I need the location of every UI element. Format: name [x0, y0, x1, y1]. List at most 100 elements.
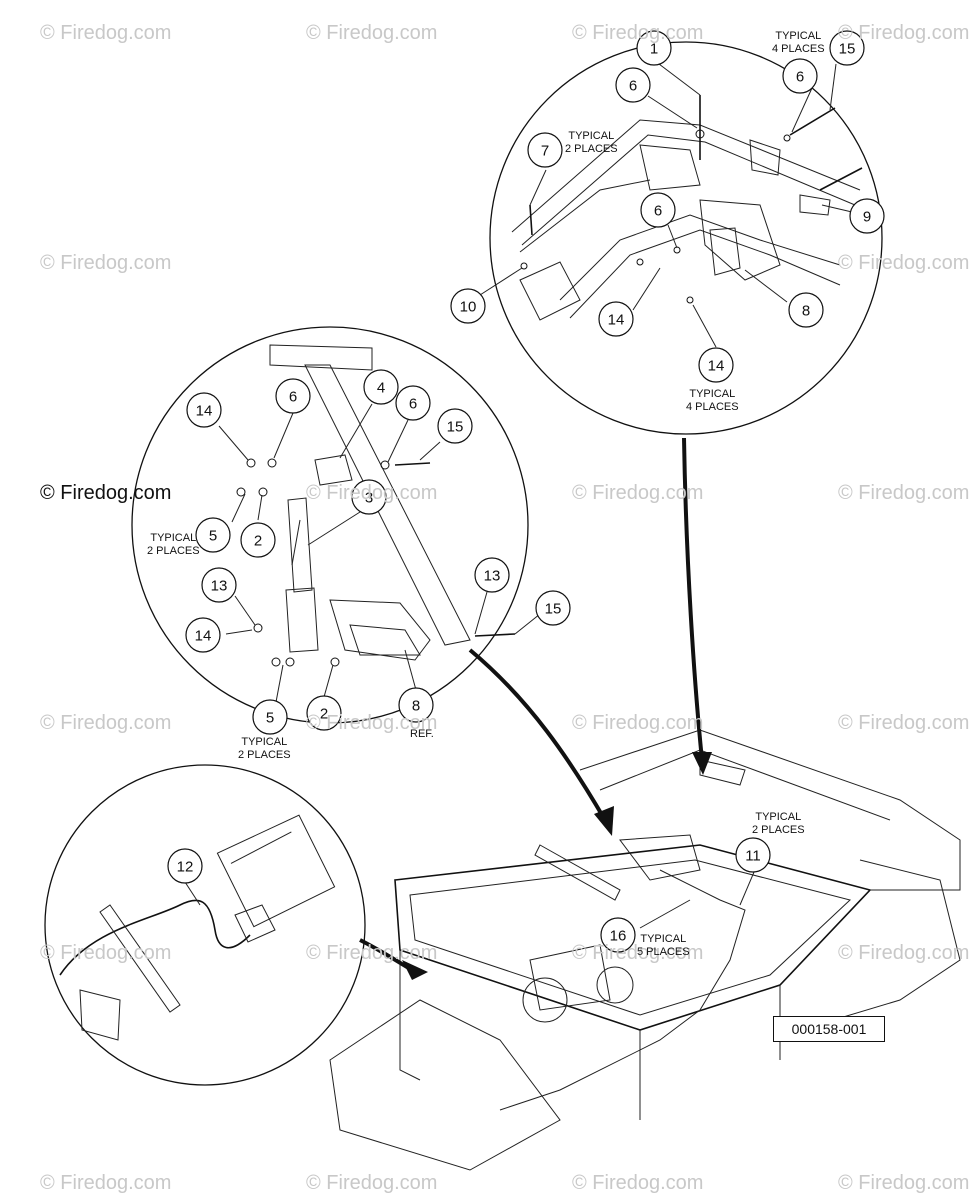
watermark: © Firedog.com	[40, 1172, 172, 1194]
watermark: © Firedog.com	[838, 252, 969, 274]
detail-circle-low	[44, 764, 366, 1086]
svg-text:8: 8	[802, 303, 810, 320]
watermark: © Firedog.com	[572, 712, 704, 734]
svg-text:13: 13	[484, 568, 501, 585]
callout-1: 1	[636, 30, 672, 66]
callout-11: 11	[735, 837, 771, 873]
svg-text:14: 14	[195, 628, 212, 645]
watermark: © Firedog.com	[40, 942, 172, 964]
svg-text:15: 15	[839, 41, 856, 58]
callout-6: 6	[275, 378, 311, 414]
watermark: © Firedog.com	[572, 482, 704, 504]
callout-16: 16	[600, 917, 636, 953]
svg-text:4: 4	[377, 380, 385, 397]
svg-text:10: 10	[460, 299, 477, 316]
callout-14: 14	[186, 392, 222, 428]
svg-text:13: 13	[211, 578, 228, 595]
callout-2: 2	[306, 695, 342, 731]
svg-text:5: 5	[266, 710, 274, 727]
watermark: © Firedog.com	[838, 1172, 969, 1194]
svg-text:6: 6	[289, 389, 297, 406]
watermark: © Firedog.com	[306, 482, 438, 504]
callout-15: 15	[437, 408, 473, 444]
svg-text:2: 2	[254, 533, 262, 550]
callout-5: 5	[252, 699, 288, 735]
callout-4: 4	[363, 369, 399, 405]
callout-6: 6	[615, 67, 651, 103]
callout-15: 15	[535, 590, 571, 626]
callout-6: 6	[395, 385, 431, 421]
watermark: © Firedog.com	[838, 712, 969, 734]
arrow-top-head	[692, 752, 712, 775]
callout-10: 10	[450, 288, 486, 324]
arrow-top-to-frame	[682, 437, 704, 761]
callout-6: 6	[640, 192, 676, 228]
callout-5: 5	[195, 517, 231, 553]
svg-text:1: 1	[650, 41, 658, 58]
svg-text:8: 8	[412, 698, 420, 715]
svg-text:6: 6	[629, 78, 637, 95]
svg-text:7: 7	[541, 143, 549, 160]
svg-text:15: 15	[545, 601, 562, 618]
watermark: © Firedog.com	[572, 1172, 704, 1194]
watermark: © Firedog.com	[40, 22, 172, 44]
arrow-middle-head	[594, 806, 614, 836]
arrow-middle-to-frame	[468, 648, 607, 822]
watermark: © Firedog.com	[306, 712, 438, 734]
watermark-primary: © Firedog.com	[40, 482, 172, 504]
callout-14: 14	[598, 301, 634, 337]
svg-text:9: 9	[863, 209, 871, 226]
callout-14: 14	[698, 347, 734, 383]
watermark: © Firedog.com	[838, 942, 969, 964]
svg-text:11: 11	[745, 848, 761, 865]
svg-text:15: 15	[447, 419, 464, 436]
callout-6: 6	[782, 58, 818, 94]
svg-text:5: 5	[209, 528, 217, 545]
detail-circle-middle	[131, 326, 529, 724]
callout-12: 12	[167, 848, 203, 884]
callout-14: 14	[185, 617, 221, 653]
watermark: © Firedog.com	[838, 482, 969, 504]
arrow-low-head	[402, 960, 428, 980]
top-detail-drawing	[479, 63, 863, 348]
low-detail-drawing	[59, 814, 336, 1041]
callout-7: 7	[527, 132, 563, 168]
svg-text:12: 12	[177, 859, 194, 876]
callout-8: 8	[398, 687, 434, 723]
watermark: © Firedog.com	[306, 942, 438, 964]
watermark: © Firedog.com	[572, 22, 704, 44]
callout-13: 13	[474, 557, 510, 593]
note-ref: REF.	[410, 728, 434, 740]
drawing-id-box: 000158-001	[773, 1016, 885, 1042]
middle-detail-drawing	[218, 344, 541, 703]
watermark: © Firedog.com	[306, 22, 438, 44]
svg-text:6: 6	[796, 69, 804, 86]
callout-8: 8	[788, 292, 824, 328]
watermark: © Firedog.com	[306, 1172, 438, 1194]
svg-text:6: 6	[654, 203, 662, 220]
svg-text:2: 2	[320, 706, 328, 723]
watermark: © Firedog.com	[572, 942, 704, 964]
callout-3: 3	[351, 479, 387, 515]
watermark: © Firedog.com	[838, 22, 969, 44]
watermark: © Firedog.com	[40, 712, 172, 734]
svg-text:14: 14	[196, 403, 213, 420]
callout-13: 13	[201, 567, 237, 603]
callout-15: 15	[829, 30, 865, 66]
callout-9: 9	[849, 198, 885, 234]
svg-text:3: 3	[365, 490, 373, 507]
callout-2: 2	[240, 522, 276, 558]
detail-circle-top	[489, 41, 883, 435]
svg-text:6: 6	[409, 396, 417, 413]
vehicle-frame-drawing	[329, 729, 961, 1171]
svg-text:14: 14	[608, 312, 625, 329]
watermark: © Firedog.com	[40, 252, 172, 274]
